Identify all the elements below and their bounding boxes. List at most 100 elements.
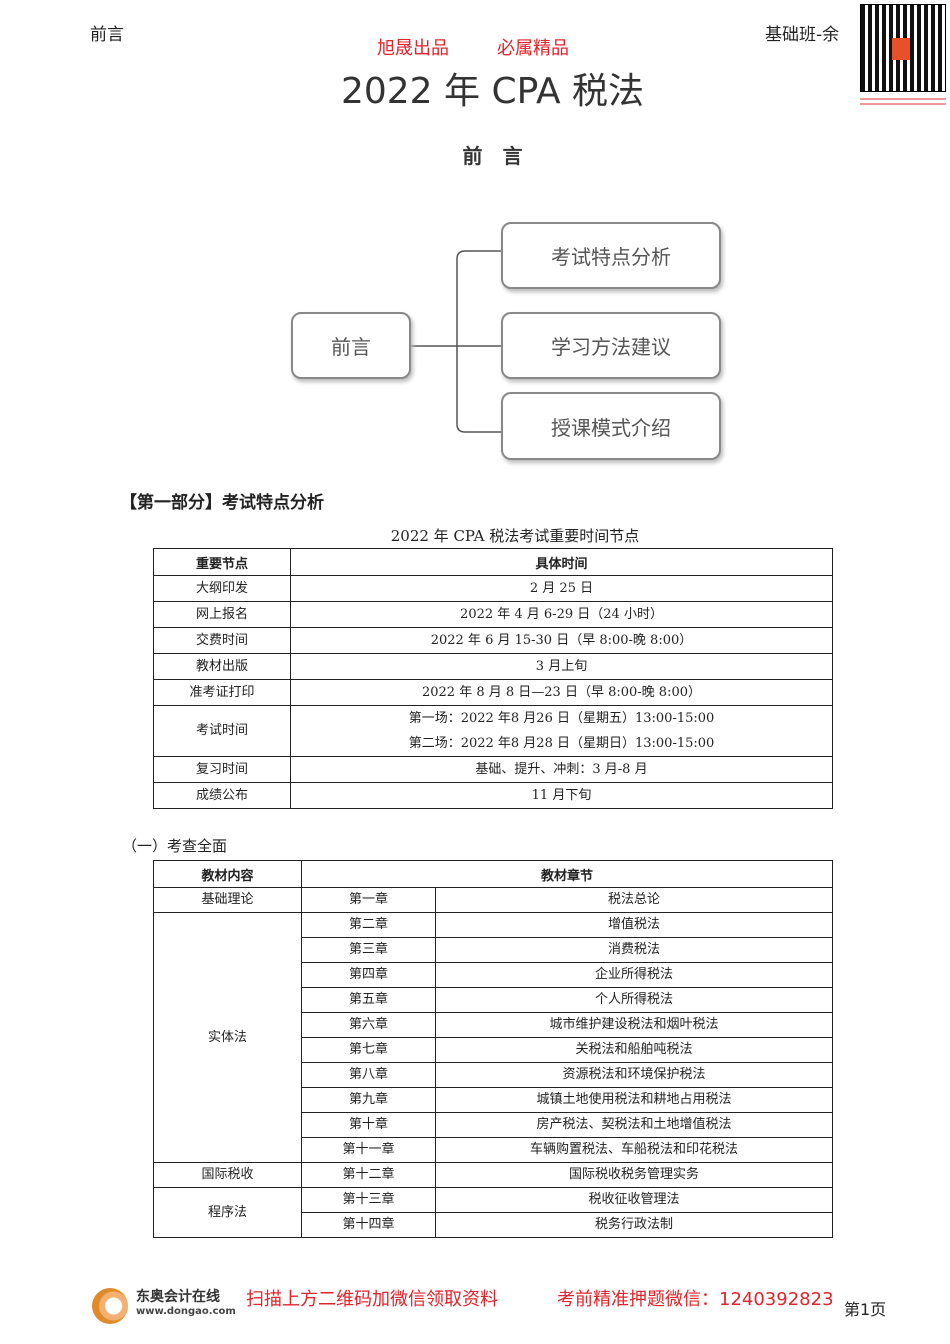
chapter-number-cell: 第十二章 [301, 1162, 436, 1188]
chapter-title-cell: 增值税法 [435, 912, 833, 938]
table-row: 第十章房产税法、契税法和土地增值税法 [154, 1112, 833, 1138]
footer-wechat-note: 扫描上方二维码加微信领取资料 [246, 1289, 498, 1310]
node-cell: 大纲印发 [153, 575, 291, 602]
diagram-branch: 考试特点分析 [501, 222, 721, 289]
diagram-connectors [411, 250, 501, 433]
table-row: 第八章资源税法和环境保护税法 [154, 1062, 833, 1088]
chapter-title-cell: 资源税法和环境保护税法 [435, 1062, 833, 1088]
chapter-title-cell: 关税法和船舶吨税法 [435, 1037, 833, 1063]
header-left: 前言 [90, 25, 124, 45]
chapter-title-cell: 城镇土地使用税法和耕地占用税法 [435, 1087, 833, 1113]
logo-url: www.dongao.com [136, 1306, 236, 1317]
node-cell: 网上报名 [153, 601, 291, 628]
page-title: 2022 年 CPA 税法 [340, 71, 645, 112]
table-row: 考试时间 第一场：2022 年8 月26 日（星期五）13:00-15:00 第二场… [153, 705, 833, 757]
table1-caption: 2022 年 CPA 税法考试重要时间节点 [390, 527, 640, 545]
chapter-title-cell: 房产税法、契税法和土地增值税法 [435, 1112, 833, 1138]
node-cell: 考试时间 [153, 705, 291, 757]
time-line: 3 月上旬 [535, 659, 588, 674]
key-dates-table: 重要节点具体时间 大纲印发 2 月 25 日网上报名 2022 年 4 月 6-29… [153, 548, 833, 809]
time-line: 2022 年 6 月 15-30 日（早 8:00-晚 8:00） [430, 633, 693, 648]
table-row: 第四章企业所得税法 [154, 962, 833, 988]
chapter-number-cell: 第八章 [301, 1062, 436, 1088]
table-row: 第九章城镇土地使用税法和耕地占用税法 [154, 1087, 833, 1113]
page-number: 第1页 [844, 1300, 887, 1319]
time-cell: 2022 年 6 月 15-30 日（早 8:00-晚 8:00） [290, 627, 833, 654]
node-cell: 准考证打印 [153, 679, 291, 706]
chapter-title-cell: 消费税法 [435, 937, 833, 963]
table-row: 第十四章税务行政法制 [154, 1212, 833, 1238]
section2-heading: （一）考查全面 [122, 837, 228, 855]
chapter-number-cell: 第五章 [301, 987, 436, 1013]
chapter-number-cell: 第七章 [301, 1037, 436, 1063]
outline-diagram: 前言 考试特点分析 学习方法建议 授课模式介绍 [285, 208, 730, 465]
column-header: 教材章节 [301, 860, 833, 888]
chapter-number-cell: 第一章 [301, 887, 436, 913]
page-subtitle: 前 言 [462, 144, 523, 168]
chapters-table: 教材内容教材章节 基础理论第一章税法总论实体法第二章增值税法第三章消费税法第四章… [153, 860, 833, 1238]
chapter-title-cell: 个人所得税法 [435, 987, 833, 1013]
time-line: 第一场：2022 年8 月26 日（星期五）13:00-15:00 [408, 711, 715, 726]
table-row: 准考证打印 2022 年 8 月 8 日—23 日（早 8:00-晚 8:00） [153, 679, 833, 706]
table-row: 交费时间 2022 年 6 月 15-30 日（早 8:00-晚 8:00） [153, 627, 833, 654]
node-cell: 成绩公布 [153, 782, 291, 809]
footer-contact: 考前精准押题微信：1240392823 [557, 1289, 834, 1310]
table-row: 网上报名 2022 年 4 月 6-29 日（24 小时） [153, 601, 833, 628]
time-line: 11 月下旬 [531, 788, 592, 803]
column-header: 重要节点 [153, 548, 291, 576]
chapter-number-cell: 第二章 [301, 912, 436, 938]
time-cell: 11 月下旬 [290, 782, 833, 809]
table-row: 实体法第二章增值税法 [153, 912, 833, 1163]
table-row: 成绩公布 11 月下旬 [153, 782, 833, 809]
chapter-number-cell: 第十章 [301, 1112, 436, 1138]
header-right: 基础班-余 [765, 25, 840, 45]
table-row: 程序法第十三章税收征收管理法 [153, 1187, 833, 1238]
time-cell: 第一场：2022 年8 月26 日（星期五）13:00-15:00 第二场：202… [290, 705, 833, 757]
time-line: 基础、提升、冲刺：3 月-8 月 [475, 762, 648, 777]
slogan-right: 必属精品 [497, 38, 569, 59]
chapter-title-cell: 税收征收管理法 [435, 1187, 833, 1213]
node-cell: 复习时间 [153, 756, 291, 783]
table-row: 基础理论第一章税法总论 [153, 887, 833, 913]
chapter-title-cell: 税法总论 [435, 887, 833, 913]
content-category-cell: 国际税收 [153, 1162, 302, 1188]
node-cell: 交费时间 [153, 627, 291, 654]
chapter-number-cell: 第三章 [301, 937, 436, 963]
diagram-root: 前言 [291, 312, 411, 379]
table-row: 复习时间 基础、提升、冲刺：3 月-8 月 [153, 756, 833, 783]
section1-heading: 【第一部分】考试特点分析 [120, 493, 324, 513]
time-line: 2022 年 8 月 8 日—23 日（早 8:00-晚 8:00） [421, 685, 701, 700]
chapter-title-cell: 国际税收税务管理实务 [435, 1162, 833, 1188]
chapter-title-cell: 城市维护建设税法和烟叶税法 [435, 1012, 833, 1038]
logo-text: 东奥会计在线 [136, 1289, 220, 1305]
qr-code-icon [860, 4, 946, 108]
column-header: 具体时间 [290, 548, 833, 576]
chapter-number-cell: 第六章 [301, 1012, 436, 1038]
chapter-number-cell: 第十三章 [301, 1187, 436, 1213]
chapter-number-cell: 第四章 [301, 962, 436, 988]
time-line: 第二场：2022 年8 月28 日（星期日）13:00-15:00 [408, 736, 715, 751]
time-cell: 2022 年 4 月 6-29 日（24 小时） [290, 601, 833, 628]
time-cell: 基础、提升、冲刺：3 月-8 月 [290, 756, 833, 783]
table-row: 第六章城市维护建设税法和烟叶税法 [154, 1012, 833, 1038]
time-line: 2 月 25 日 [529, 581, 594, 596]
column-header: 教材内容 [153, 860, 302, 888]
chapter-title-cell: 税务行政法制 [435, 1212, 833, 1238]
table-row: 第五章个人所得税法 [154, 987, 833, 1013]
content-category-cell: 实体法 [153, 912, 302, 1163]
chapter-title-cell: 车辆购置税法、车船税法和印花税法 [435, 1137, 833, 1163]
diagram-branch: 学习方法建议 [501, 312, 721, 379]
table-row: 大纲印发 2 月 25 日 [153, 575, 833, 602]
time-cell: 2 月 25 日 [290, 575, 833, 602]
table-row: 教材出版 3 月上旬 [153, 653, 833, 680]
time-cell: 2022 年 8 月 8 日—23 日（早 8:00-晚 8:00） [290, 679, 833, 706]
time-line: 2022 年 4 月 6-29 日（24 小时） [460, 607, 663, 622]
chapter-title-cell: 企业所得税法 [435, 962, 833, 988]
chapter-number-cell: 第十一章 [301, 1137, 436, 1163]
diagram-branch: 授课模式介绍 [501, 392, 721, 460]
content-category-cell: 基础理论 [153, 887, 302, 913]
table-row: 第七章关税法和船舶吨税法 [154, 1037, 833, 1063]
node-cell: 教材出版 [153, 653, 291, 680]
content-category-cell: 程序法 [153, 1187, 302, 1238]
